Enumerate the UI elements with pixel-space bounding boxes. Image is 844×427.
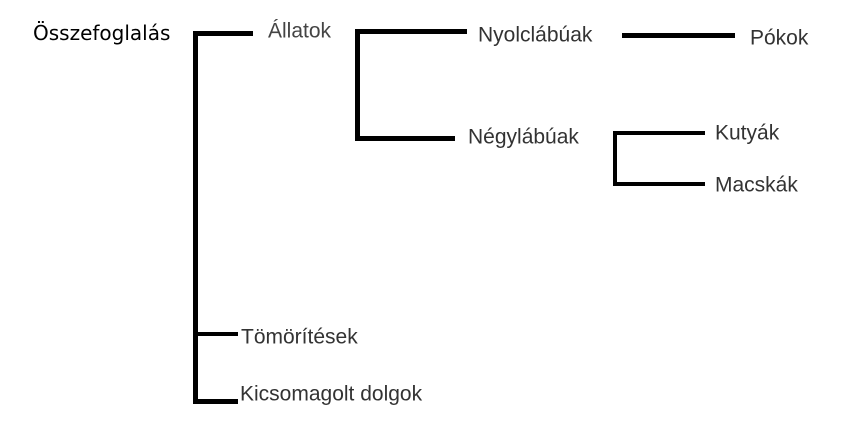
connector-eight-spiders bbox=[622, 33, 735, 38]
node-root: Összefoglalás bbox=[33, 21, 171, 45]
node-dogs: Kutyák bbox=[715, 121, 780, 145]
node-animals: Állatok bbox=[268, 19, 332, 43]
connector-animals-vertical bbox=[355, 29, 360, 140]
connector-root-compressions bbox=[193, 332, 238, 336]
node-spiders: Pókok bbox=[750, 26, 809, 50]
node-cats: Macskák bbox=[715, 173, 798, 197]
node-packed-things: Kicsomagolt dolgok bbox=[240, 382, 423, 406]
connector-four-vertical bbox=[613, 131, 617, 186]
connector-animals-eight bbox=[355, 29, 467, 34]
connector-root-packed bbox=[193, 399, 238, 404]
node-eight-legged: Nyolclábúak bbox=[478, 23, 593, 47]
connector-four-dogs bbox=[613, 131, 705, 135]
connector-root-vertical bbox=[193, 31, 198, 404]
connector-animals-four bbox=[355, 136, 455, 141]
connector-four-cats bbox=[613, 182, 705, 186]
connector-root-animals bbox=[193, 31, 253, 36]
node-compressions: Tömörítések bbox=[241, 325, 358, 349]
node-four-legged: Négylábúak bbox=[468, 125, 579, 149]
